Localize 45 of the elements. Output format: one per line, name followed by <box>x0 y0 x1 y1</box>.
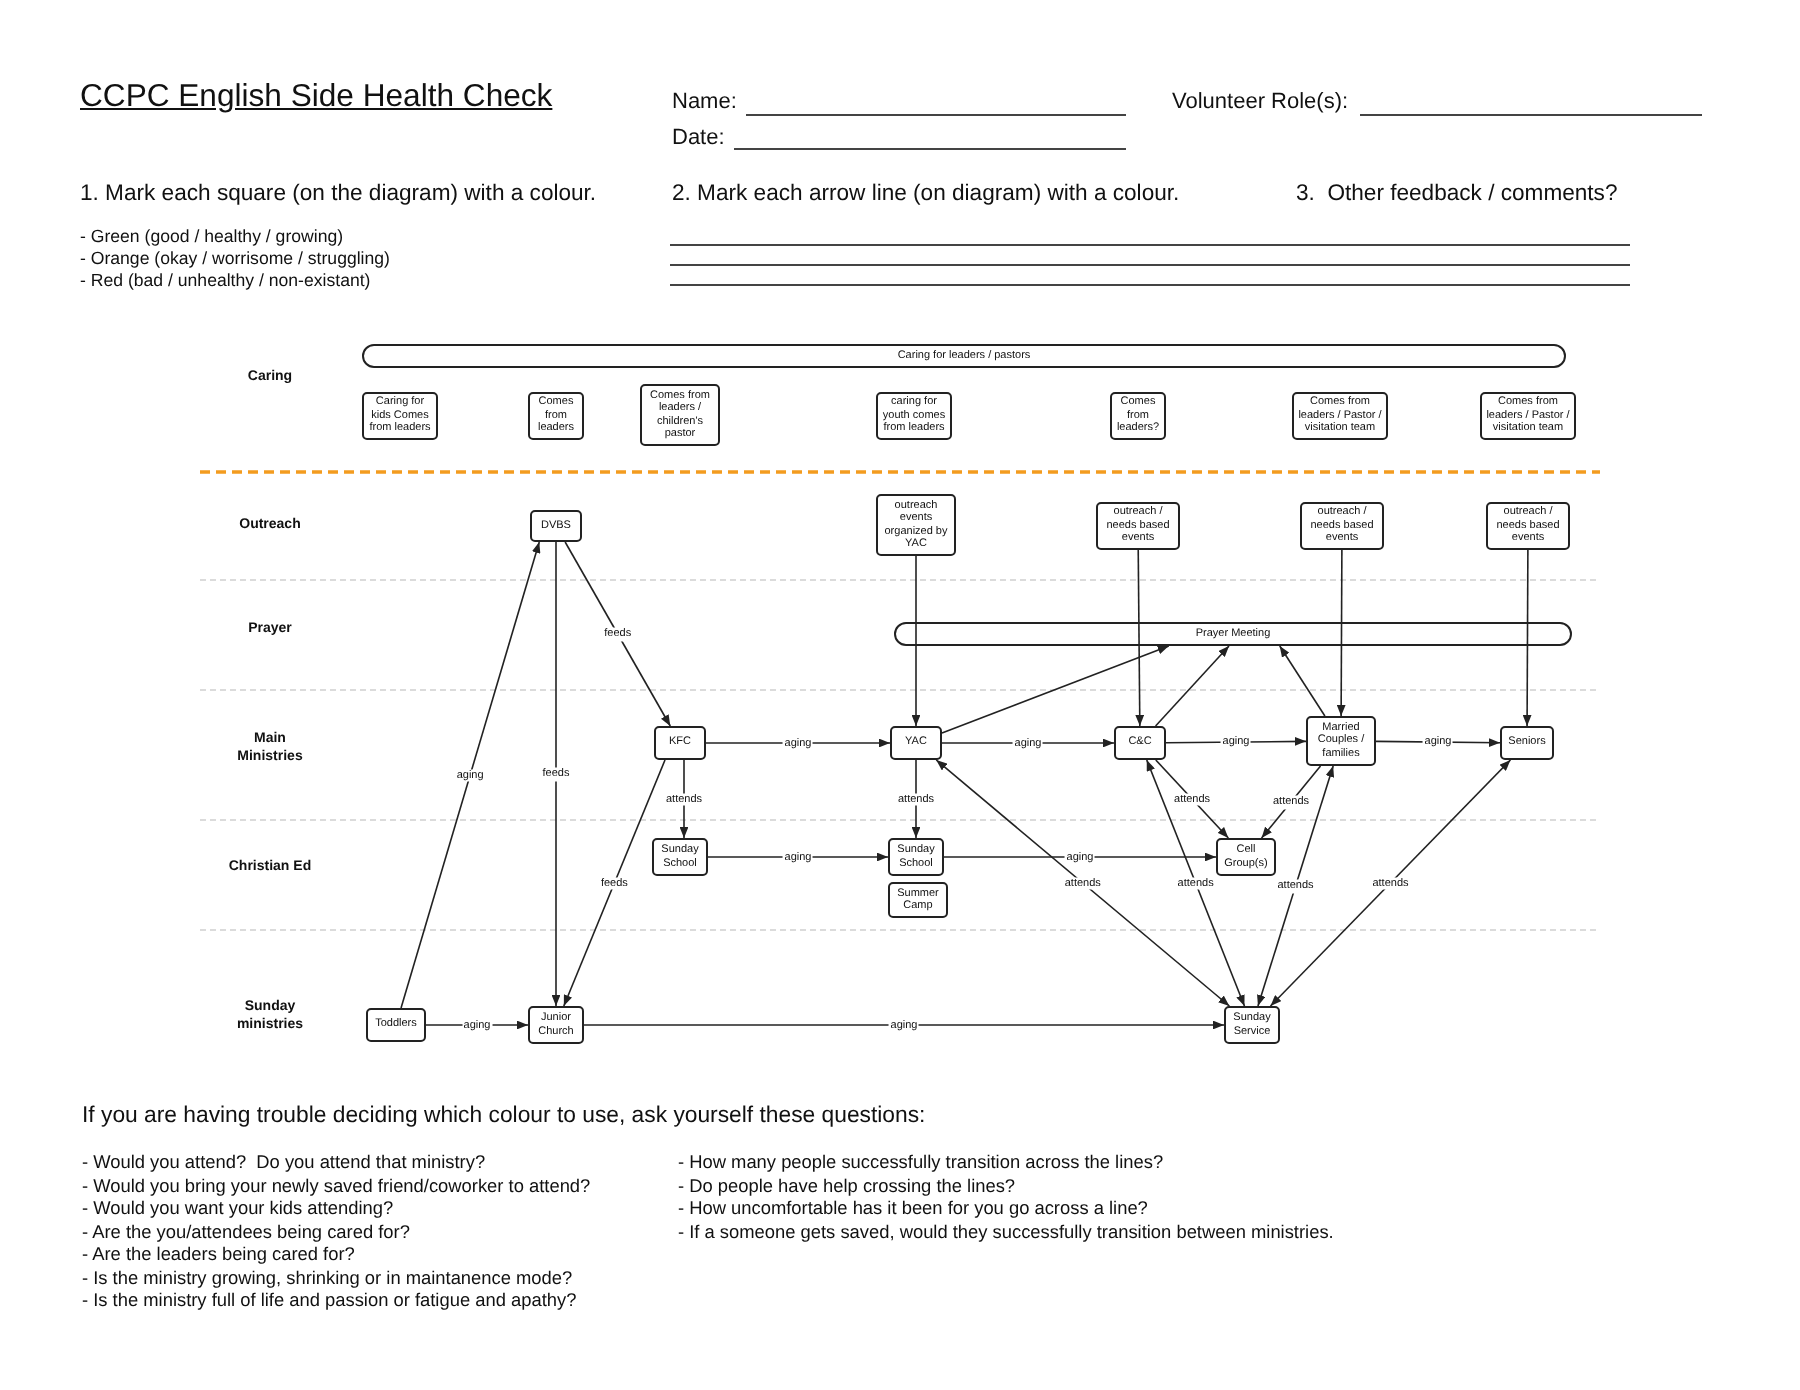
double-arrow <box>1257 765 1335 1007</box>
arrow <box>1278 645 1326 717</box>
question-text: - Do people have help crossing the lines? <box>678 1175 1016 1197</box>
double-arrow <box>1145 759 1246 1007</box>
double-arrow <box>1269 759 1512 1007</box>
arrow <box>1154 645 1230 727</box>
arrow <box>1135 549 1145 727</box>
arrow <box>705 738 891 748</box>
arrow <box>583 1020 1225 1030</box>
arrow <box>911 555 921 727</box>
question-text: - Is the ministry growing, shrinking or in maintanence mode? <box>82 1267 573 1289</box>
arrow <box>1336 549 1346 717</box>
page-title: CCPC English Side Health Check <box>80 80 553 116</box>
arrow <box>563 759 666 1007</box>
list-item: - Green (good / healthy / growing) <box>80 226 344 248</box>
instruction-text: 2. Mark each arrow line (on diagram) with a colour. <box>672 182 1180 208</box>
arrow <box>400 541 541 1009</box>
question-text: - If a someone gets saved, would they successfully transition between ministries. <box>678 1221 1334 1243</box>
question-text: - How uncomfortable has it been for you go across a line? <box>678 1198 1148 1220</box>
question-text: - Would you want your kids attending? <box>82 1198 394 1220</box>
list-item: - Orange (okay / worrisome / struggling) <box>80 248 390 270</box>
arrow <box>1260 765 1322 839</box>
arrow <box>911 759 921 839</box>
question-text: - Are the leaders being cared for? <box>82 1244 355 1266</box>
question-text: - Is the ministry full of life and passion or fatigue and apathy? <box>82 1290 577 1312</box>
instruction-text: 1. Mark each square (on the diagram) with a colour. <box>80 182 597 208</box>
question-text: - Are the you/attendees being cared for? <box>82 1221 410 1243</box>
instruction-text: If you are having trouble deciding which colour to use, ask yourself these questions: <box>82 1102 926 1130</box>
field-label: Name: <box>672 90 737 116</box>
double-arrow <box>935 759 1231 1007</box>
question-text: - Would you attend? Do you attend that ministry? <box>82 1152 486 1174</box>
arrow <box>1522 549 1532 727</box>
arrow <box>551 541 561 1007</box>
arrow <box>943 852 1217 862</box>
arrow <box>564 541 672 727</box>
field-label: Date: <box>672 126 725 152</box>
arrow <box>941 645 1170 734</box>
arrow <box>1155 759 1230 839</box>
arrow <box>1165 737 1307 746</box>
field-label: Volunteer Role(s): <box>1172 90 1349 116</box>
question-text: - Would you bring your newly saved friend/coworker to attend? <box>82 1175 591 1197</box>
list-item: - Red (bad / unhealthy / non-existant) <box>80 270 371 292</box>
instruction-text: 3. Other feedback / comments? <box>1296 182 1618 208</box>
arrow <box>679 759 689 839</box>
question-text: - How many people successfully transition across the lines? <box>678 1152 1164 1174</box>
